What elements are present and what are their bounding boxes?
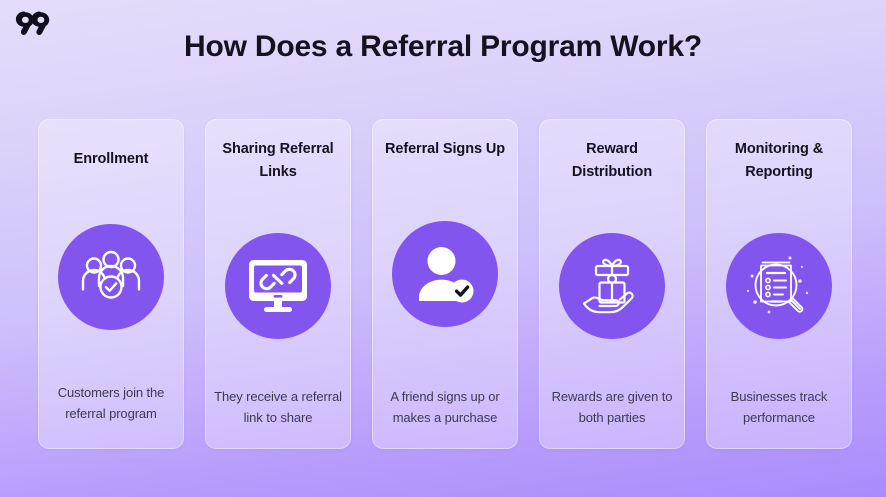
step-title: Monitoring & Reporting bbox=[734, 141, 824, 181]
step-description: A friend signs up or makes a purchase bbox=[390, 389, 500, 425]
monitor-link-icon bbox=[249, 260, 307, 313]
sparkle-dots bbox=[746, 256, 809, 314]
step-card-monitoring-reporting[interactable]: Monitoring & Reporting bbox=[706, 119, 852, 449]
step-icon-circle bbox=[225, 233, 331, 340]
step-title: Enrollment bbox=[73, 151, 149, 167]
step-description: Rewards are given to both parties bbox=[551, 389, 673, 425]
step-card-reward-distribution[interactable]: Reward Distribution bbox=[539, 119, 685, 449]
step-icon-circle bbox=[58, 224, 164, 331]
user-check-icon bbox=[419, 247, 474, 303]
document-magnifier-icon bbox=[746, 256, 809, 314]
steps-row: Enrollment Customers j bbox=[38, 119, 852, 449]
brand-logo[interactable] bbox=[14, 10, 60, 44]
people-group-check-icon bbox=[81, 251, 141, 300]
step-description: Customers join the referral program bbox=[57, 385, 165, 421]
step-description: Businesses track performance bbox=[730, 389, 828, 425]
step-card-sharing-referral-links[interactable]: Sharing Referral Links They receive a re… bbox=[205, 119, 351, 449]
step-icon-circle bbox=[726, 233, 832, 340]
step-description: They receive a referral link to share bbox=[214, 389, 342, 425]
gift-in-hand-icon bbox=[582, 258, 634, 314]
page-title: How Does a Referral Program Work? bbox=[184, 30, 702, 63]
step-title: Referral Signs Up bbox=[385, 141, 505, 157]
99-logo-icon bbox=[15, 11, 50, 36]
step-card-referral-signs-up[interactable]: Referral Signs Up A friend signs up or m… bbox=[372, 119, 518, 449]
step-title: Sharing Referral Links bbox=[222, 141, 334, 181]
step-card-enrollment[interactable]: Enrollment Customers j bbox=[38, 119, 184, 449]
step-icon-circle bbox=[559, 233, 665, 340]
step-title: Reward Distribution bbox=[571, 141, 653, 181]
step-icon-circle bbox=[392, 221, 498, 328]
